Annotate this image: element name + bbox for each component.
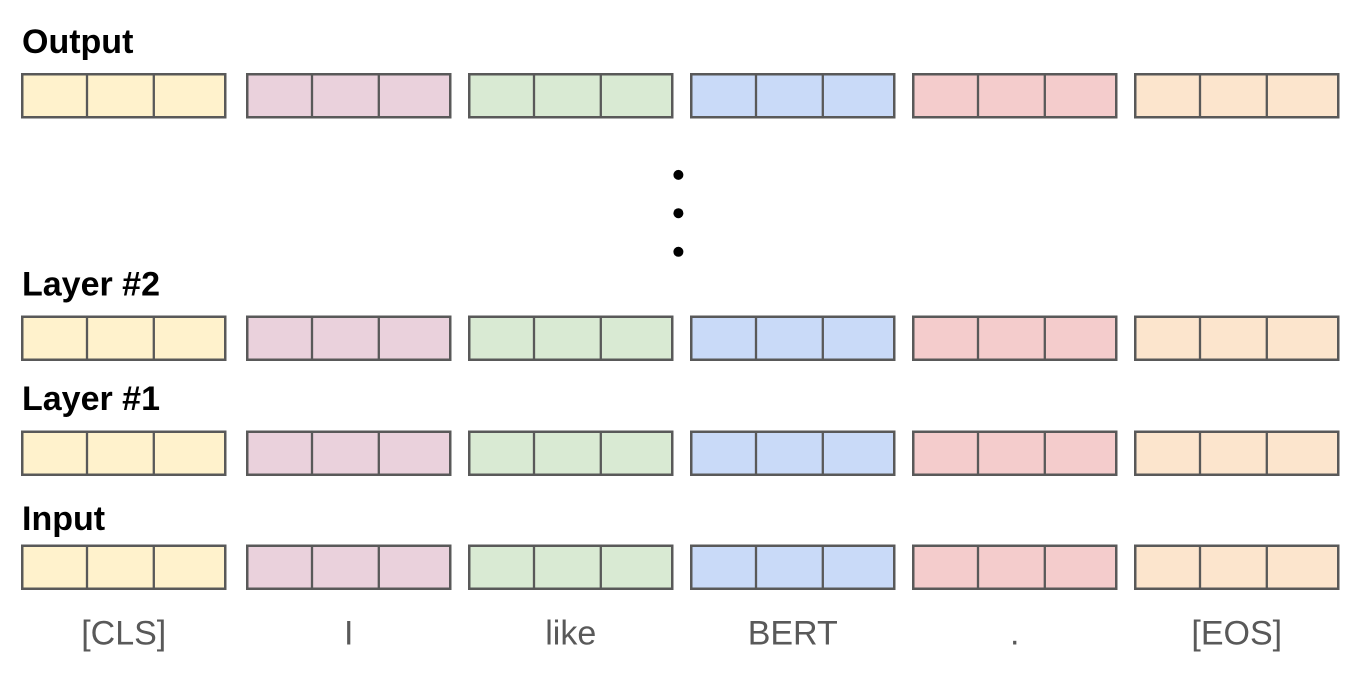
- svg-text:like: like: [545, 615, 596, 653]
- svg-text:Input: Input: [22, 500, 105, 538]
- svg-text:BERT: BERT: [748, 615, 838, 653]
- svg-text:.: .: [1010, 615, 1019, 653]
- svg-text:I: I: [344, 615, 353, 653]
- svg-text:[CLS]: [CLS]: [81, 615, 166, 653]
- svg-text:Output: Output: [22, 23, 133, 61]
- svg-text:Layer #1: Layer #1: [22, 380, 160, 418]
- svg-text:Layer #2: Layer #2: [22, 266, 160, 304]
- svg-text:[EOS]: [EOS]: [1191, 615, 1282, 653]
